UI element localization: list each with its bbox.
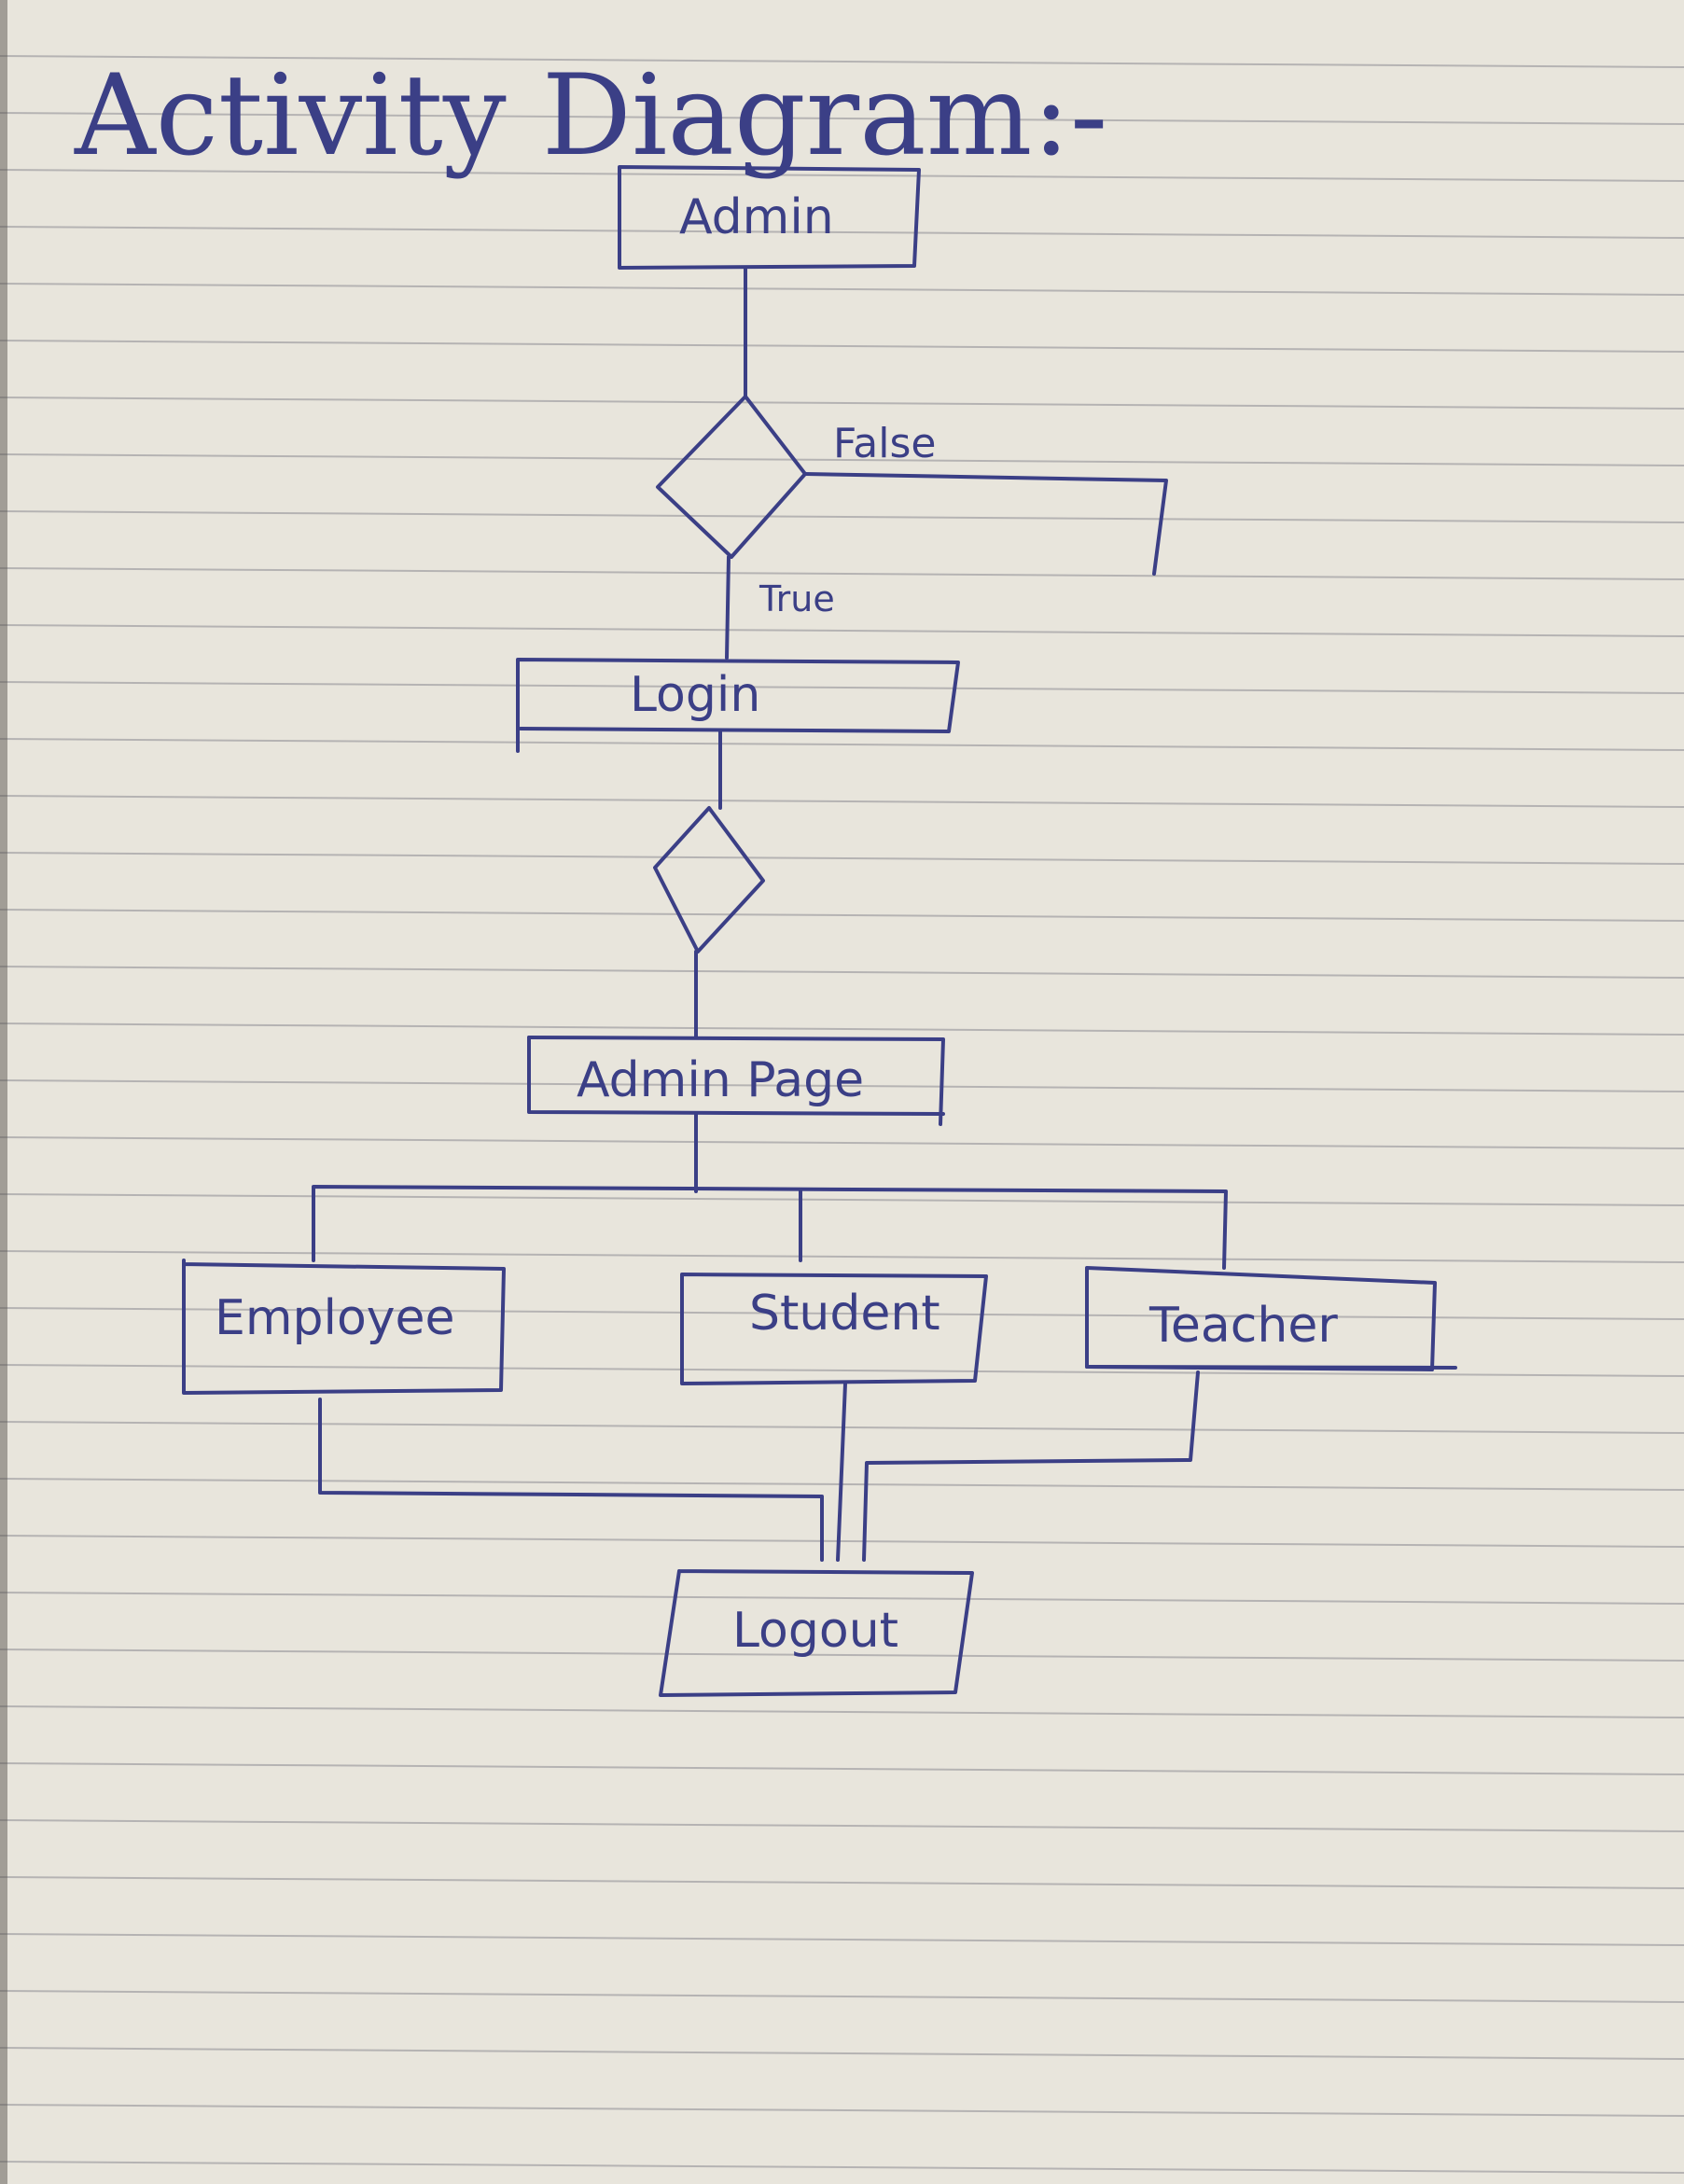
edge-false: [803, 472, 1168, 576]
edge-teacher-logout: [862, 1370, 1200, 1562]
ruled-line: [0, 795, 1684, 808]
ruled-line: [0, 1933, 1684, 1946]
student-node: Student: [680, 1273, 988, 1385]
ruled-line: [0, 1705, 1684, 1718]
ruled-line: [0, 340, 1684, 353]
ruled-line: [0, 624, 1684, 637]
employee-label: Employee: [215, 1290, 455, 1346]
logout-node: Logout: [659, 1569, 974, 1697]
ruled-line: [0, 396, 1684, 410]
ruled-line: [0, 966, 1684, 979]
edge-student-logout: [836, 1382, 847, 1562]
admin-label: Admin: [679, 189, 834, 245]
ruled-line: [0, 226, 1684, 239]
ruled-line: [0, 283, 1684, 296]
teacher-label: Teacher: [1148, 1298, 1338, 1354]
ruled-line: [0, 1819, 1684, 1832]
edge-true: [725, 555, 731, 660]
employee-node: Employee: [182, 1259, 506, 1395]
logout-label: Logout: [732, 1603, 898, 1659]
ruled-line: [0, 2104, 1684, 2117]
ruled-line: [0, 1307, 1684, 1320]
login-label: Login: [630, 667, 760, 723]
ruled-line: [0, 1762, 1684, 1775]
page-margin-shadow: [0, 0, 7, 2184]
ruled-line: [0, 169, 1684, 182]
ruled-line: [0, 2161, 1684, 2174]
ruled-line: [0, 1250, 1684, 1263]
admin-node: Admin: [618, 165, 921, 270]
ruled-line: [0, 1079, 1684, 1092]
ruled-line: [0, 1364, 1684, 1377]
admin-page-node: Admin Page: [527, 1036, 945, 1126]
login-node: Login: [516, 658, 960, 753]
ruled-line: [0, 852, 1684, 865]
ruled-line: [0, 1876, 1684, 1889]
student-label: Student: [749, 1286, 940, 1342]
ruled-line: [0, 453, 1684, 466]
ruled-line: [0, 681, 1684, 694]
false-label: False: [833, 420, 936, 467]
admin-page-label: Admin Page: [577, 1052, 864, 1108]
ruled-line: [0, 1592, 1684, 1605]
ruled-line: [0, 1990, 1684, 2003]
ruled-line: [0, 112, 1684, 125]
ruled-line: [0, 55, 1684, 68]
fork-bar: [312, 1185, 1228, 1270]
true-label: True: [758, 578, 835, 619]
decision-diamond-2: [653, 806, 765, 953]
ruled-line: [0, 1648, 1684, 1662]
ruled-line: [0, 1193, 1684, 1206]
diagram-title: Activity Diagram:-: [74, 51, 1107, 181]
ruled-line: [0, 510, 1684, 523]
ruled-line: [0, 2047, 1684, 2060]
ruled-line: [0, 738, 1684, 751]
edge-employee-logout: [318, 1398, 824, 1562]
teacher-node: Teacher: [1085, 1266, 1457, 1371]
ruled-line: [0, 1022, 1684, 1036]
decision-diamond-1: [656, 395, 807, 559]
ruled-line: [0, 567, 1684, 580]
ruled-line: [0, 1535, 1684, 1548]
ruled-line: [0, 909, 1684, 922]
ruled-line: [0, 1136, 1684, 1149]
